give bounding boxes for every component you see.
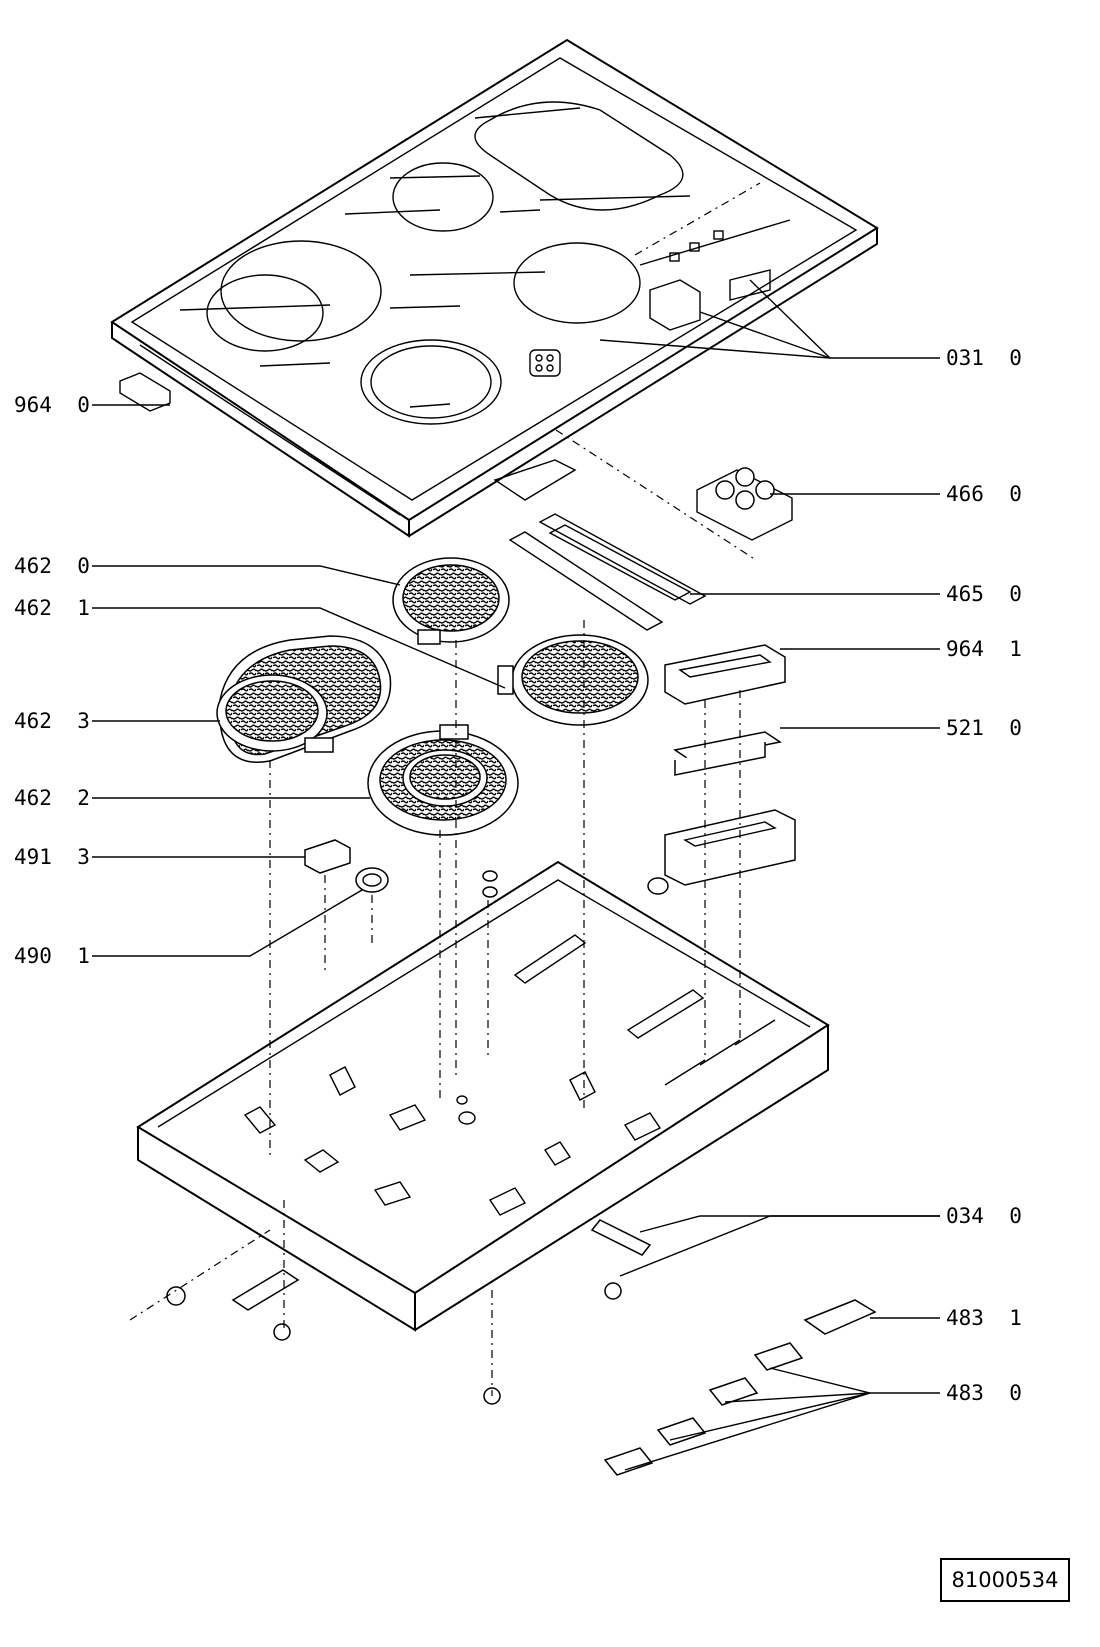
ceramic-hob-top [110, 38, 879, 538]
support-rails-465-0 [493, 459, 707, 631]
radiant-heater-462-0 [392, 557, 510, 645]
part-label-465-0: 465 0 [946, 582, 1022, 606]
assembly-lines [129, 429, 757, 1396]
switches-483 [603, 1299, 877, 1476]
part-label-964-1: 964 1 [946, 637, 1022, 661]
clip-964-0 [119, 372, 171, 412]
part-label-034-0: 034 0 [946, 1204, 1022, 1228]
control-box-parts [647, 644, 796, 895]
leader-lines [92, 279, 940, 1471]
bottom-housing [136, 860, 830, 1332]
part-label-466-0: 466 0 [946, 482, 1022, 506]
part-label-462-1: 462 1 [14, 596, 90, 620]
part-label-483-0: 483 0 [946, 1381, 1022, 1405]
part-label-462-0: 462 0 [14, 554, 90, 578]
radiant-heater-462-1 [497, 634, 649, 726]
part-label-483-1: 483 1 [946, 1306, 1022, 1330]
document-number-box: 81000534 [940, 1558, 1070, 1602]
part-label-490-1: 490 1 [14, 944, 90, 968]
part-label-462-3: 462 3 [14, 709, 90, 733]
part-label-031-0: 031 0 [946, 346, 1022, 370]
fasteners [166, 1219, 652, 1405]
part-label-462-2: 462 2 [14, 786, 90, 810]
part-label-491-3: 491 3 [14, 845, 90, 869]
small-parts [304, 839, 498, 898]
part-label-964-0: 964 0 [14, 393, 90, 417]
part-label-521-0: 521 0 [946, 716, 1022, 740]
dual-oval-heater-462-3 [216, 635, 392, 763]
terminal-block-466-0 [696, 467, 793, 541]
dual-circuit-heater-462-2 [367, 724, 519, 836]
